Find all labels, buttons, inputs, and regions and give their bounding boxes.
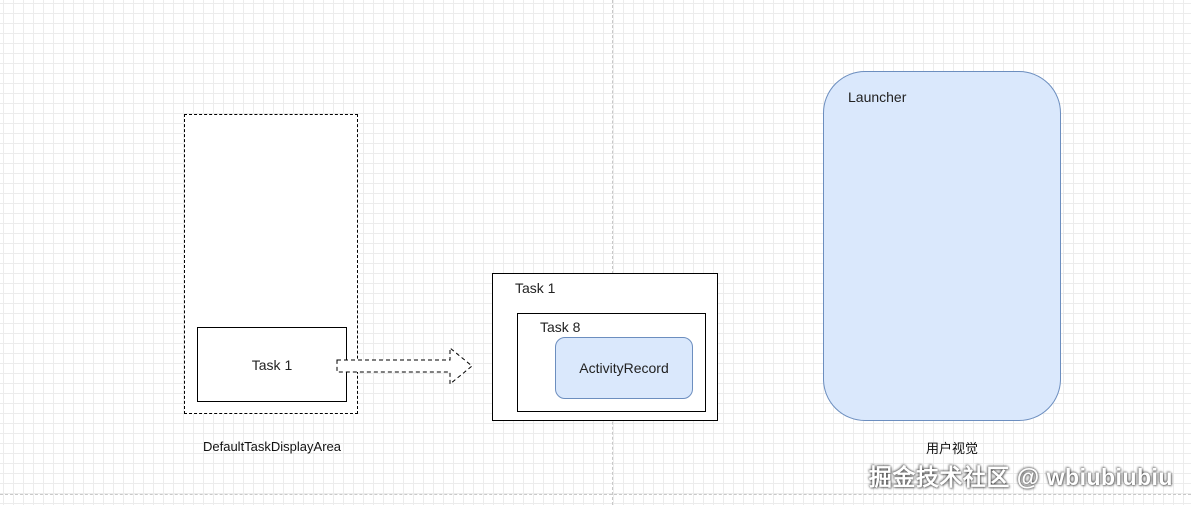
activity-record-label: ActivityRecord — [579, 360, 669, 376]
move-arrow[interactable] — [330, 342, 480, 390]
move-arrow-shape — [336, 346, 473, 386]
inner-task-label: Task 8 — [540, 319, 581, 335]
outer-task-box[interactable]: Task 1 Task 8 ActivityRecord — [492, 273, 718, 421]
user-view-caption: 用户视觉 — [925, 441, 978, 456]
default-task-display-area-label: DefaultTaskDisplayArea — [202, 439, 341, 454]
launcher-box[interactable]: Launcher — [823, 71, 1061, 421]
activity-record-box[interactable]: ActivityRecord — [555, 337, 693, 399]
outer-task-label: Task 1 — [515, 280, 556, 296]
launcher-label: Launcher — [848, 89, 907, 105]
watermark-text: 掘金技术社区 @ wbiubiubiu — [868, 464, 1173, 490]
page-break-vertical — [612, 0, 613, 505]
left-task-box[interactable]: Task 1 — [197, 327, 347, 402]
inner-task-box[interactable]: Task 8 ActivityRecord — [517, 313, 706, 412]
page-break-horizontal — [0, 494, 1191, 495]
left-task-label: Task 1 — [251, 356, 293, 373]
